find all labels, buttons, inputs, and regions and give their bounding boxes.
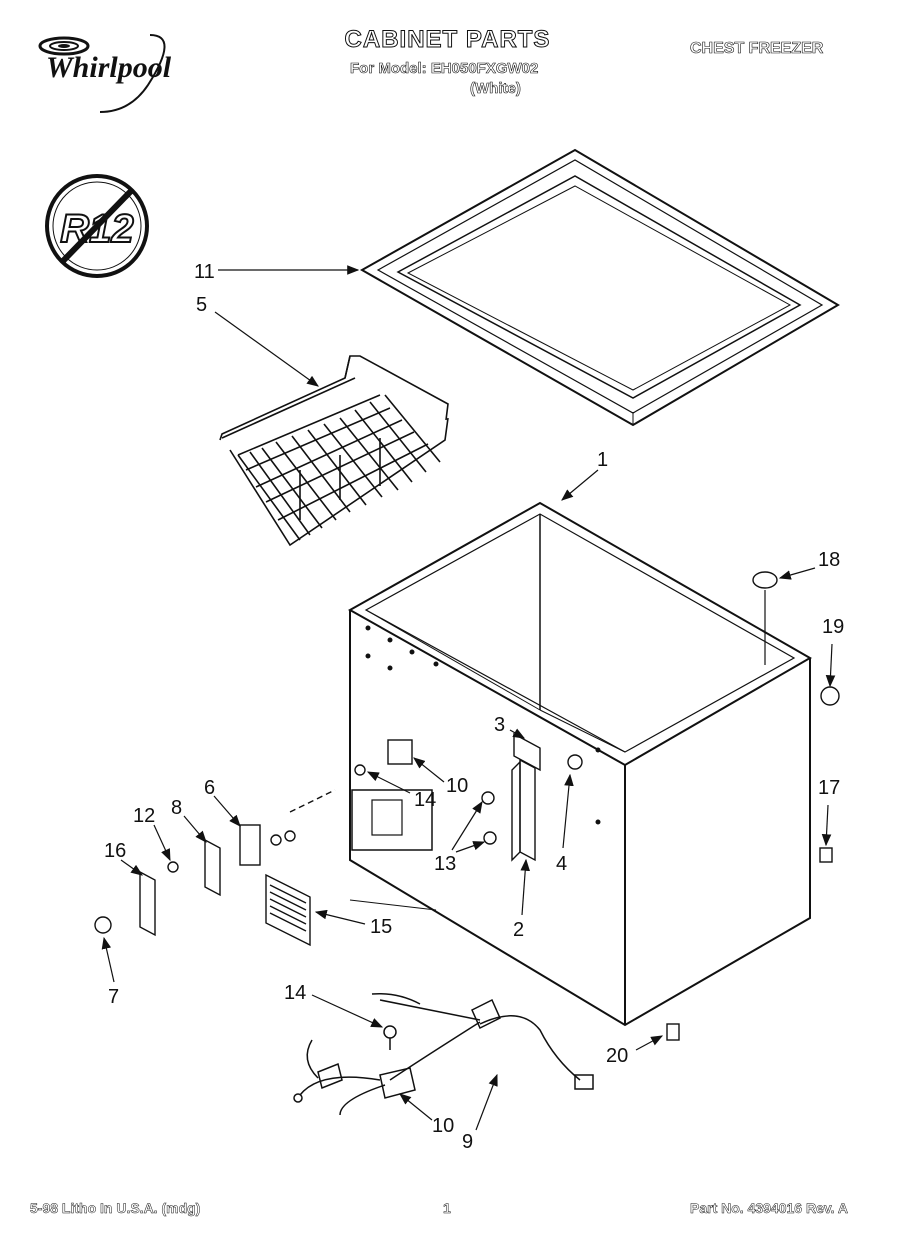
callout-numbers: 11 5 1 18 19 17 3 10 14 6 8 12 16 13 4 1… [104, 261, 844, 1153]
callout-4: 4 [556, 853, 567, 875]
callout-17: 17 [818, 777, 840, 799]
callout-6: 6 [204, 777, 215, 799]
callout-5: 5 [196, 294, 207, 316]
callout-7: 7 [108, 986, 119, 1008]
small-parts [94, 571, 840, 1041]
brand-name: Whirlpool [46, 51, 172, 84]
callout-9: 9 [462, 1131, 473, 1153]
callout-12: 12 [133, 805, 155, 827]
product-type: CHEST FREEZER [690, 40, 824, 58]
lid-gasket [359, 148, 840, 427]
model-number: For Model: EH050FXGW02 [350, 60, 539, 78]
wire-basket [219, 355, 449, 547]
callout-10-lower: 10 [432, 1115, 454, 1137]
callout-8: 8 [171, 797, 182, 819]
callout-13: 13 [434, 853, 456, 875]
callout-15: 15 [370, 916, 392, 938]
brand-logo [30, 30, 190, 115]
freezer-cabinet [347, 501, 813, 1027]
footer-print-info: 5-98 Litho In U.S.A. (mdg) [30, 1200, 201, 1217]
callout-1: 1 [597, 449, 608, 471]
callout-3: 3 [494, 714, 505, 736]
footer-part-number: Part No. 4394016 Rev. A [690, 1200, 848, 1217]
callout-18: 18 [818, 549, 840, 571]
page-title: CABINET PARTS [344, 26, 551, 54]
callout-10-upper: 10 [446, 775, 468, 797]
footer-page-number: 1 [443, 1200, 451, 1217]
callout-19: 19 [822, 616, 844, 638]
callout-11: 11 [194, 261, 215, 283]
hinge-assembly [354, 732, 583, 862]
model-color: (White) [470, 80, 521, 98]
callout-2: 2 [513, 919, 524, 941]
callout-14-upper: 14 [414, 789, 436, 811]
callout-14-lower: 14 [284, 982, 306, 1004]
wiring-harness [293, 992, 594, 1116]
callout-20: 20 [606, 1045, 628, 1067]
leader-lines [101, 265, 836, 1131]
callout-16: 16 [104, 840, 126, 862]
whirlpool-swirl-icon [38, 34, 166, 113]
r12-badge: R12 [45, 174, 149, 278]
r12-label: R12 [60, 207, 133, 251]
